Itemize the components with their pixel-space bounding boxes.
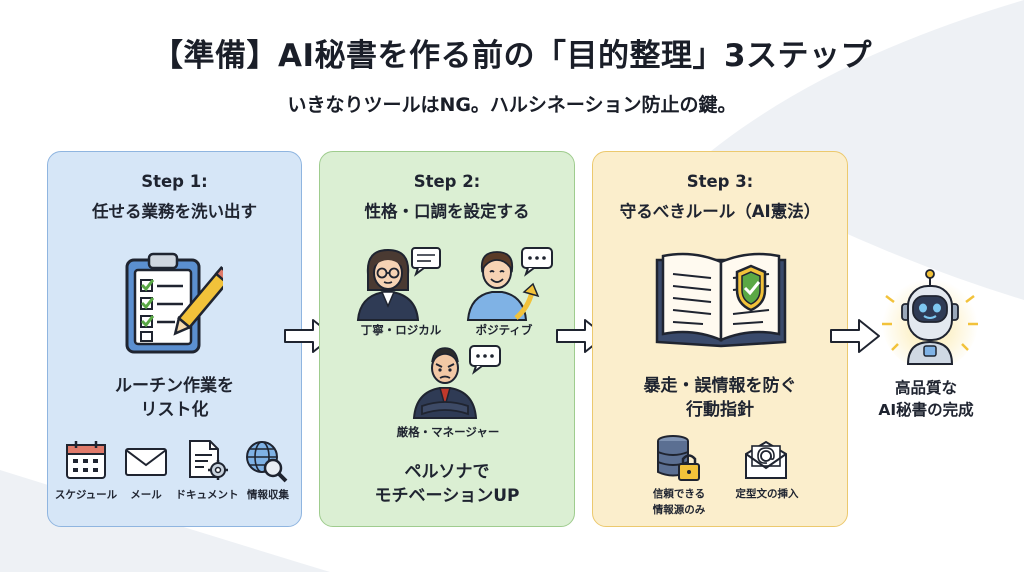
- mail-icon: [124, 447, 168, 477]
- tool-label-mail: メール: [130, 489, 162, 501]
- step2-label: Step 2:: [413, 172, 481, 191]
- step3-main-text: 暴走・誤情報を防ぐ 行動指針: [643, 376, 797, 420]
- result-text: 高品質な AI秘書の完成: [878, 379, 974, 419]
- strict-manager-icon: [410, 344, 502, 420]
- persona-label-positive: ポジティブ: [475, 323, 533, 337]
- calendar-icon: [64, 440, 108, 480]
- database-lock-icon: [655, 434, 701, 482]
- open-book-shield-icon: [653, 250, 789, 350]
- step3-card: Step 3: 守るべきルール（AI憲法） 暴走・誤情報を防ぐ 行動指針: [592, 151, 848, 527]
- step2-title: 性格・口調を設定する: [364, 202, 530, 221]
- tool-label-document: ドキュメント: [175, 489, 239, 501]
- businesswoman-icon: [354, 246, 444, 322]
- step1-main-text: ルーチン作業を リスト化: [115, 376, 234, 420]
- step3-label: Step 3:: [686, 172, 754, 191]
- step2-card: Step 2: 性格・口調を設定する: [319, 151, 575, 527]
- rule-label-template: 定型文の挿入: [735, 488, 799, 500]
- tool-label-research: 情報収集: [247, 489, 289, 501]
- step1-title: 任せる業務を洗い出す: [92, 202, 257, 221]
- step1-label: Step 1:: [141, 172, 208, 191]
- smiling-man-icon: [466, 246, 556, 322]
- robot-icon: [882, 269, 978, 366]
- persona-label-strict: 厳格・マネージャー: [396, 425, 500, 439]
- step1-card: Step 1: 任せる業務を洗い出す ルーチン作業を リスト化: [47, 151, 302, 527]
- page-subtitle: いきなりツールはNG。ハルシネーション防止の鍵。: [287, 94, 737, 116]
- document-gear-icon: [186, 439, 228, 481]
- page-title: 【準備】AI秘書を作る前の「目的整理」3ステップ: [151, 38, 873, 74]
- step3-title: 守るべきルール（AI憲法）: [619, 202, 821, 221]
- arrow-right-icon: [830, 319, 880, 353]
- step2-main-text: ペルソナで モチベーションUP: [374, 462, 520, 506]
- globe-search-icon: [244, 439, 288, 483]
- mail-at-icon: [743, 438, 789, 480]
- clipboard-checklist-icon: [123, 252, 223, 356]
- persona-label-polite: 丁寧・ロジカル: [360, 323, 442, 337]
- rule-label-trusted-source: 信頼できる 情報源のみ: [652, 488, 706, 516]
- tool-label-schedule: スケジュール: [54, 489, 118, 501]
